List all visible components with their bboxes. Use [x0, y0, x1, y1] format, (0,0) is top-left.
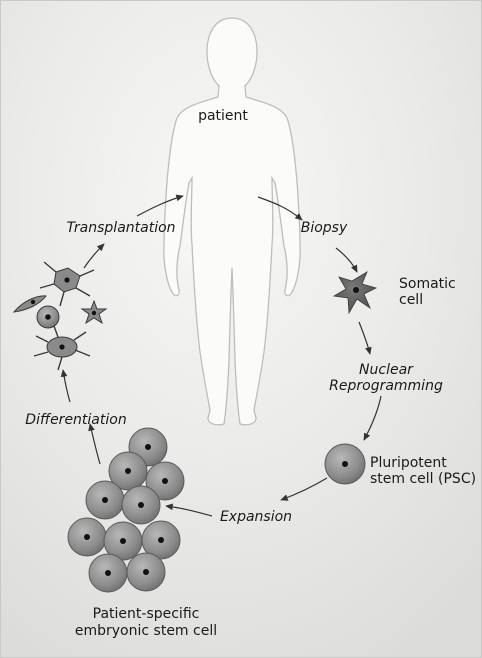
- nuclear-label-2: Reprogramming: [329, 378, 443, 394]
- pluripotent-label-1: Pluripotent: [370, 455, 447, 471]
- esc-label-1: Patient-specific: [93, 606, 200, 622]
- nuclear-label-1: Nuclear: [359, 362, 414, 378]
- pluripotent-stem-cell: [325, 444, 365, 484]
- somatic-label-2: cell: [399, 292, 423, 308]
- differentiated-cell-round: [37, 306, 59, 328]
- expansion-label: Expansion: [220, 509, 292, 525]
- biopsy-label: Biopsy: [301, 220, 348, 236]
- transplantation-label: Transplantation: [66, 220, 175, 236]
- pluripotent-label-2: stem cell (PSC): [370, 471, 476, 487]
- differentiation-label: Differentiation: [25, 412, 126, 428]
- esc-label-2: embryonic stem cell: [75, 623, 217, 639]
- somatic-label-1: Somatic: [399, 276, 456, 292]
- patient-label: patient: [198, 108, 248, 124]
- somatic-nucleus: [353, 287, 359, 293]
- psc-nucleus: [342, 461, 348, 467]
